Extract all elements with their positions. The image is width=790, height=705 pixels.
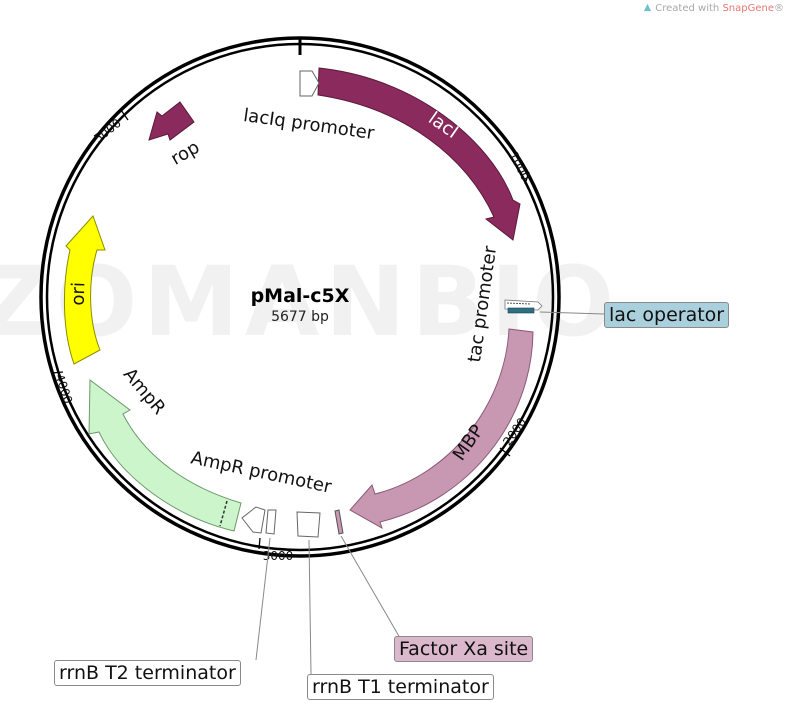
- ori-feature-arrow[interactable]: [63, 215, 106, 365]
- rrnB-T2-callout[interactable]: rrnB T2 terminator: [54, 660, 241, 686]
- tac-promoter-marker[interactable]: [504, 299, 543, 311]
- tick-1000-mark: [524, 171, 530, 185]
- lacIq-promoter-label: lacIq promoter: [242, 105, 376, 144]
- ori-label: ori: [68, 282, 90, 306]
- AmpR-feature-arrow[interactable]: [88, 379, 242, 532]
- tick-2000-mark: [499, 447, 511, 457]
- credit-brand: SnapGene: [722, 3, 774, 14]
- rrnB-T1-terminator-marker[interactable]: [296, 511, 321, 538]
- rrnB-T2-callout-text: rrnB T2 terminator: [59, 662, 236, 684]
- tac-promoter-hatch: [506, 302, 532, 305]
- factor-xa-callout[interactable]: Factor Xa site: [394, 636, 534, 662]
- factor-xa-leader-line: [340, 535, 401, 639]
- snapgene-logo-icon: [644, 3, 652, 12]
- tick-1000-label: 1000: [506, 149, 532, 183]
- tick-4000-label: 4000: [52, 372, 75, 405]
- lac-operator-leader-line: [539, 311, 605, 315]
- tick-3000-mark: [258, 537, 261, 550]
- lac-operator-marker[interactable]: [507, 307, 535, 314]
- rop-label: rop: [167, 137, 203, 170]
- credit-suffix: ®: [774, 3, 784, 14]
- credit-prefix: Created with: [655, 3, 723, 14]
- tick-5000-mark: [120, 109, 129, 121]
- tick-4000-mark: [51, 371, 64, 374]
- AmpR-promoter-label: AmpR promoter: [189, 447, 334, 497]
- AmpR-dashed-segment: [219, 500, 228, 527]
- lac-operator-callout[interactable]: lac operator: [604, 302, 730, 328]
- snapgene-credit: Created with SnapGene®: [643, 3, 784, 14]
- lacIq-promoter-arrow[interactable]: [299, 70, 320, 97]
- MBP-feature-arrow[interactable]: [349, 328, 534, 530]
- rrnB-T1-leader-line: [308, 539, 312, 675]
- rrnB-T2-terminator-marker[interactable]: [265, 509, 277, 535]
- lacI-feature-arrow[interactable]: [317, 67, 521, 241]
- factor-xa-site-marker[interactable]: [334, 509, 344, 535]
- lac-operator-callout-text: lac operator: [609, 304, 725, 326]
- rrnB-T2-leader-line: [255, 537, 271, 661]
- tick-3000-label: 3000: [263, 549, 294, 563]
- plasmid-name: pMal-c5X: [251, 285, 350, 307]
- rrnB-T1-callout[interactable]: rrnB T1 terminator: [307, 674, 494, 700]
- factor-xa-callout-text: Factor Xa site: [399, 638, 529, 660]
- plasmid-size: 5677 bp: [271, 309, 329, 325]
- AmpR-promoter-arrow[interactable]: [241, 506, 266, 534]
- rrnB-T1-callout-text: rrnB T1 terminator: [312, 676, 489, 698]
- rop-feature-arrow[interactable]: [148, 101, 195, 141]
